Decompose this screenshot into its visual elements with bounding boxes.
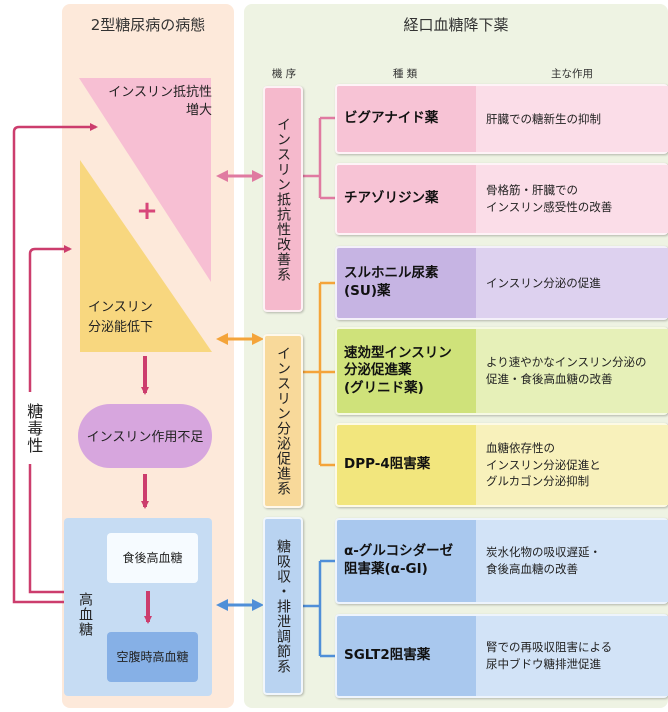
mechanism-absorption-excretion: 糖吸収・排泄調節系 (263, 517, 303, 695)
bracket-resistance (303, 116, 337, 200)
drugs-header: 経口血糖降下薬 (403, 16, 509, 34)
drug-effect-sglt2: 腎での再吸収阻害による 尿中ブドウ糖排泄促進 (476, 616, 668, 696)
fasting-label: 空腹時高血糖 (116, 650, 189, 664)
insufficient-action-label: インスリン作用不足 (86, 430, 204, 445)
insulin-resistance-triangle (79, 78, 211, 282)
drug-name-dpp4: DPP-4阻害薬 (344, 456, 431, 473)
glucotoxicity-loop-inner (28, 245, 72, 594)
glucotoxicity-loop-outer (12, 123, 98, 604)
insulin-secretion-triangle (80, 160, 212, 352)
column-type: 種 類 (392, 68, 418, 80)
insulin-resistance-label: インスリン抵抗性 増大 (108, 85, 212, 119)
postprandial-label: 食後高血糖 (122, 551, 183, 565)
postprandial-box (107, 533, 198, 583)
column-main-action: 主な作用 (551, 68, 593, 80)
drug-effect-glinide: より速やかなインスリン分泌の 促進・食後高血糖の改善 (476, 329, 668, 413)
plus-sign: + (136, 196, 158, 226)
pathology-header: 2型糖尿病の病態 (90, 16, 206, 34)
double-arrow-orange (216, 333, 264, 345)
drug-effect-su: インスリン分泌の促進 (476, 248, 668, 318)
double-arrow-pink (216, 170, 264, 182)
drug-name-thiazolidine: チアゾリジン薬 (344, 190, 439, 207)
drug-name-sglt2: SGLT2阻害薬 (344, 647, 431, 664)
bracket-secretion (303, 281, 337, 467)
drug-name-glinide: 速効型インスリン 分泌促進薬 (グリニド薬) (344, 344, 452, 396)
insufficient-action-shape (78, 404, 212, 468)
column-mechanism: 機 序 (271, 68, 297, 80)
mechanism-insulin-secretion: インスリン分泌促進系 (263, 334, 303, 508)
drug-effect-dpp4: 血糖依存性の インスリン分泌促進と グルカゴン分泌抑制 (476, 425, 668, 505)
fasting-box (107, 632, 198, 682)
drug-effect-agi: 炭水化物の吸収遅延・ 食後高血糖の改善 (476, 520, 668, 602)
drug-effect-biguanide: 肝臓での糖新生の抑制 (476, 86, 668, 152)
double-arrow-blue (216, 599, 264, 611)
drug-name-biguanide: ビグアナイド薬 (344, 110, 439, 127)
insulin-secretion-label: インスリン 分泌能低下 (88, 300, 154, 335)
high-blood-sugar-label: 高血糖 (77, 591, 94, 637)
glucotoxicity-label: 糖毒性 (18, 392, 48, 464)
bracket-absorption (303, 559, 337, 658)
drug-name-su: スルホニル尿素 (SU)薬 (344, 265, 439, 299)
drug-name-agi: α-グルコシダーゼ 阻害薬(α-GI) (344, 543, 454, 577)
mechanism-insulin-resistance: インスリン抵抗性改善系 (263, 86, 303, 312)
drug-effect-thiazolidine: 骨格筋・肝臓での インスリン感受性の改善 (476, 165, 668, 233)
